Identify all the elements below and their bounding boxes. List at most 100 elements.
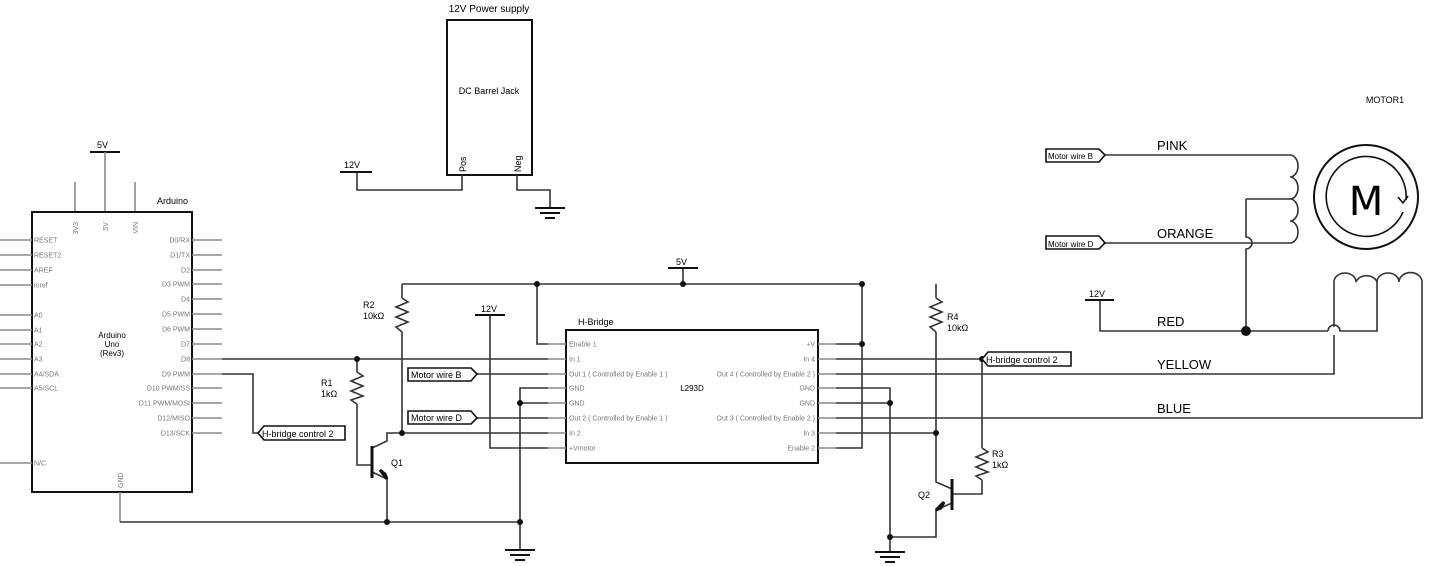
power-supply-name: DC Barrel Jack [459, 86, 520, 96]
r2-name: R2 [363, 300, 375, 310]
resistor-r4 [927, 297, 945, 333]
arduino-pin: ioref [34, 283, 48, 290]
power-supply: 12V Power supply DC Barrel Jack Pos Neg … [340, 4, 566, 219]
arduino-pin: D0/RX [169, 238, 190, 245]
arduino-pin: D2 [181, 268, 190, 275]
r2-value: 10kΩ [363, 311, 385, 321]
h-bridge-pin: Enable 2 [787, 446, 815, 453]
arduino-pin: D13/SCK [161, 431, 191, 438]
arduino-title: Arduino [157, 196, 188, 206]
net-motor-wire-b: Motor wire B [411, 370, 462, 380]
junctions [354, 281, 1251, 540]
transistor-q2: Q2 [918, 479, 954, 512]
resistor-r3 [973, 447, 991, 481]
wires [120, 154, 1423, 552]
pin-gnd: GND [118, 472, 125, 488]
supply-12v-label: 12V [344, 160, 360, 170]
arduino-pin: D4 [181, 297, 190, 304]
wire-blue: BLUE [1157, 401, 1191, 416]
r1-value: 1kΩ [321, 389, 338, 399]
motor-symbol: M [1349, 179, 1384, 225]
arduino-pin: D3 PWM [162, 282, 190, 289]
resistor-r2 [393, 297, 411, 333]
h-bridge-pin: +Vmotor [569, 446, 596, 453]
arduino-pin: A3 [34, 357, 43, 364]
arduino-center-2: Uno [105, 340, 120, 349]
stepper-motor: MOTOR1 M PINK ORANGE RED YELLOW BLUE [1157, 95, 1423, 416]
h-bridge-pin: Out 2 ( Controlled by Enable 1 ) [569, 416, 667, 423]
pin-vin: VIN [133, 222, 140, 234]
arduino-pin: D12/MISO [157, 416, 190, 423]
pin-3v3: 3V3 [73, 222, 80, 235]
h-bridge-pin: In 3 [803, 431, 815, 438]
h-bridge: H-Bridge L293D [565, 317, 819, 464]
r4-value: 10kΩ [947, 323, 969, 333]
arduino-center-1: Arduino [98, 331, 126, 340]
supply-5v-label: 5V [676, 257, 687, 267]
arduino-pin: D6 PWM [162, 327, 190, 334]
arduino-pin: A5/SCL [34, 386, 58, 393]
pin-5v: 5V [103, 222, 110, 231]
h-bridge-pin: In 2 [569, 431, 581, 438]
r3-value: 1kΩ [992, 460, 1009, 470]
ground-icon [504, 549, 536, 561]
h-bridge-pin: GND [569, 386, 585, 393]
r3-name: R3 [992, 449, 1004, 459]
arduino-pin: A0 [34, 313, 43, 320]
h-bridge-title: H-Bridge [578, 317, 614, 327]
wire-yellow: YELLOW [1157, 357, 1212, 372]
resistor-r1 [348, 371, 366, 405]
arduino-pin: RESET2 [34, 253, 61, 260]
ground-icon [534, 207, 566, 219]
h-bridge-pin: Out 4 ( Controlled by Enable 2 ) [717, 372, 815, 379]
arduino-pin: N/C [34, 461, 46, 468]
arduino-pin: D11 PWM/MOSI [139, 401, 190, 408]
net-hbridge-control-2-right: H-bridge control 2 [986, 355, 1058, 365]
pin-pos: Pos [458, 156, 468, 172]
arduino-pin: D7 [181, 342, 190, 349]
h-bridge-pin: +V [806, 342, 815, 349]
arduino-pin: A2 [34, 342, 43, 349]
h-bridge-pin: Out 1 ( Controlled by Enable 1 ) [569, 372, 667, 379]
motor-name: MOTOR1 [1366, 95, 1404, 105]
arduino-pin: A1 [34, 328, 43, 335]
supply-12v-motor-label: 12V [1089, 289, 1105, 299]
arduino: 5V Arduino 3V3 5V VIN GND Arduino Uno (R… [31, 140, 193, 522]
arduino-pin: D8 [181, 357, 190, 364]
net-motor-wire-d-motor: Motor wire D [1048, 240, 1094, 249]
resistors: R1 1kΩ R2 10kΩ R3 1kΩ R4 10kΩ [321, 297, 1009, 481]
q1-label: Q1 [391, 458, 403, 468]
net-motor-wire-b-motor: Motor wire B [1048, 152, 1093, 161]
pin-neg: Neg [513, 155, 523, 172]
h-bridge-pin: In 4 [803, 357, 815, 364]
arduino-center-3: (Rev3) [100, 349, 124, 358]
arduino-pin: RESET [34, 238, 58, 245]
h-bridge-pin: GND [799, 386, 815, 393]
power-supply-title: 12V Power supply [449, 4, 530, 15]
r4-name: R4 [947, 312, 959, 322]
h-bridge-pin: Enable 1 [569, 342, 597, 349]
net-labels: Motor wire B Motor wire D H-bridge contr… [256, 148, 1107, 441]
ground-icon [874, 551, 906, 563]
h-bridge-pin: In 1 [569, 357, 581, 364]
r1-name: R1 [321, 378, 333, 388]
arduino-pin: D9 PWM [162, 372, 190, 379]
arduino-pin: AREF [34, 268, 53, 275]
wire-pink: PINK [1157, 138, 1188, 153]
q2-label: Q2 [918, 490, 930, 500]
arduino-5v-label: 5V [97, 140, 108, 150]
arduino-pin: D5 PWM [162, 312, 190, 319]
h-bridge-pin: GND [799, 401, 815, 408]
supply-symbols: 5V 12V 12V [475, 257, 1114, 563]
arduino-pin: A4/SDA [34, 372, 59, 379]
wire-orange: ORANGE [1157, 226, 1214, 241]
h-bridge-part: L293D [680, 384, 704, 393]
net-motor-wire-d: Motor wire D [411, 413, 463, 423]
h-bridge-pin: GND [569, 401, 585, 408]
transistor-q1: Q1 [370, 446, 403, 480]
net-hbridge-control-2-left: H-bridge control 2 [262, 429, 334, 439]
supply-12v-hbridge-label: 12V [481, 304, 497, 314]
arduino-pin: D1/TX [170, 253, 190, 260]
